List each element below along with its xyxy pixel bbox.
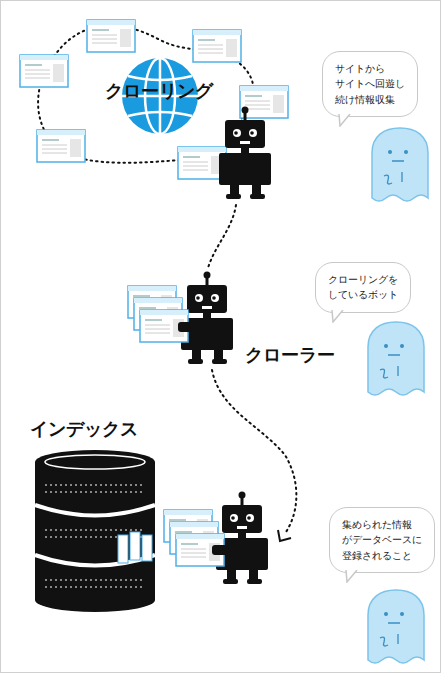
speech-bubble: 集められた情報 がデータベースに 登録されること: [329, 507, 435, 574]
section-label: インデックス: [30, 418, 138, 440]
bubble-text: クローリングを しているボット: [328, 272, 398, 303]
bubble-tail: [337, 114, 353, 127]
bubble-text: サイトから サイトへ回遊し 続け情報収集: [335, 61, 405, 108]
section-label: クローリング: [105, 80, 213, 102]
bubble-tail: [344, 570, 360, 583]
speech-bubble: サイトから サイトへ回遊し 続け情報収集: [322, 51, 418, 118]
bubble-text: 集められた情報 がデータベースに 登録されること: [342, 517, 422, 564]
section-label: クローラー: [245, 344, 335, 366]
speech-bubble: クローリングを しているボット: [315, 262, 411, 313]
bubble-tail: [330, 310, 346, 323]
